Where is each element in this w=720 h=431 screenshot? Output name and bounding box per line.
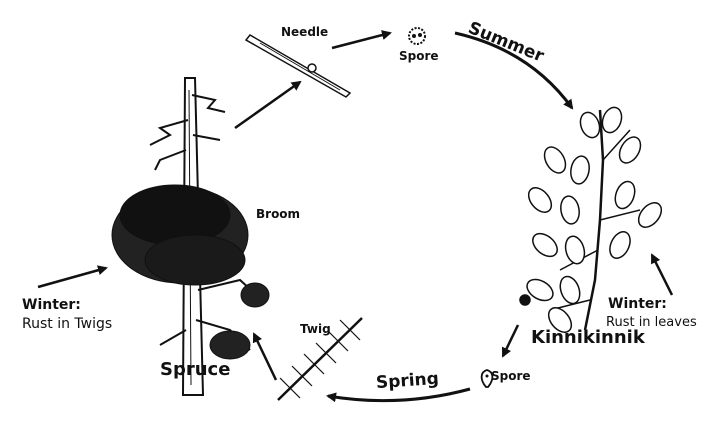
spore-top-icon [409,28,425,44]
winter-right-title: Winter: [608,297,667,311]
arrow-winter-left [38,268,106,287]
winter-right-text: Rust in leaves [606,316,697,329]
twig-label: Twig [300,323,331,335]
winter-left-title: Winter: [22,298,81,312]
spore-top-label: Spore [399,50,439,62]
spruce-tree-illustration [112,78,269,395]
spore-bottom-label: Spore [491,370,531,382]
kinnikinnik-label: Kinnikinnik [531,329,645,347]
spruce-label: Spruce [160,361,230,379]
winter-left-text: Rust in Twigs [22,317,112,331]
spring-label: Spring [375,371,439,392]
needle-label: Needle [281,26,328,38]
arrow-twig-to-spruce [254,334,276,380]
arrow-plant-to-spore [503,325,518,356]
needle-illustration [246,35,350,97]
arrow-spruce-to-needle [235,82,300,128]
arrow-needle-to-spore [332,33,390,48]
broom-label: Broom [256,208,300,220]
arrow-winter-right [652,255,672,295]
